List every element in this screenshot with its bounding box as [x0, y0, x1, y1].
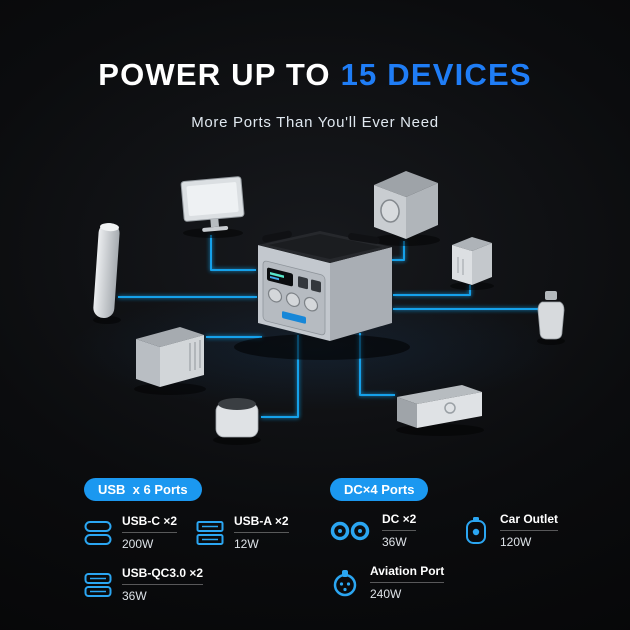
port-power: 36W — [122, 589, 147, 603]
port-power: 120W — [500, 535, 532, 549]
sprayer-bottle-device — [537, 291, 565, 340]
line-to-kettle — [261, 335, 299, 418]
power-station-device — [234, 230, 410, 360]
dc-ports-badge: DC×4 Ports — [330, 478, 429, 501]
port-label: USB-QC3.0 ×2 — [122, 566, 204, 580]
divider — [234, 532, 289, 533]
monitor-device — [180, 176, 245, 232]
port-power: 200W — [122, 537, 154, 551]
kettle-device — [215, 398, 259, 438]
dc-ports-icon — [330, 521, 370, 540]
port-label: DC ×2 — [382, 512, 417, 526]
usb-c-ports-icon — [84, 520, 112, 545]
usb-c-port-item: USB-C ×2 200W — [84, 514, 178, 551]
page-title: POWER UP TO 15 DEVICES — [0, 57, 630, 93]
divider — [122, 584, 204, 585]
line-to-monitor — [210, 235, 256, 271]
dc-port-item: DC ×2 36W — [330, 512, 417, 549]
port-label: USB-C ×2 — [122, 514, 178, 528]
cube-appliance-device — [374, 171, 438, 239]
aviation-port-item: Aviation Port 240W — [330, 564, 445, 601]
small-box-device — [452, 237, 492, 285]
line-to-cube-appliance — [392, 241, 405, 261]
divider — [370, 582, 445, 583]
car-outlet-icon — [466, 516, 486, 544]
ports-spec-section: USB x 6 Ports DC×4 Ports USB-C ×2 200W — [0, 470, 630, 630]
power-station-front-panel — [262, 260, 326, 336]
port-power: 36W — [382, 535, 407, 549]
divider — [382, 530, 417, 531]
port-power: 12W — [234, 537, 259, 551]
title-highlight: 15 DEVICES — [340, 57, 532, 92]
divider — [122, 532, 178, 533]
usb-ports-badge: USB x 6 Ports — [84, 478, 202, 501]
usb-a-port-item: USB-A ×2 12W — [196, 514, 289, 551]
port-label: USB-A ×2 — [234, 514, 289, 528]
title-prefix: POWER UP TO — [98, 57, 341, 92]
car-outlet-port-item: Car Outlet 120W — [462, 512, 559, 549]
usb-a-ports-icon — [196, 520, 224, 545]
line-to-small-box — [393, 285, 471, 296]
port-label: Aviation Port — [370, 564, 445, 578]
aviation-port-icon — [333, 569, 357, 596]
usb-qc-ports-icon — [84, 572, 112, 597]
devices-connection-diagram — [65, 171, 565, 445]
port-label: Car Outlet — [500, 512, 559, 526]
divider — [500, 530, 559, 531]
port-power: 240W — [370, 587, 402, 601]
tube-light-device — [93, 223, 120, 318]
light-bar-device — [397, 385, 482, 428]
usb-qc-port-item: USB-QC3.0 ×2 36W — [84, 566, 204, 603]
microwave-device — [136, 327, 204, 387]
page-subtitle: More Ports Than You'll Ever Need — [191, 114, 439, 131]
